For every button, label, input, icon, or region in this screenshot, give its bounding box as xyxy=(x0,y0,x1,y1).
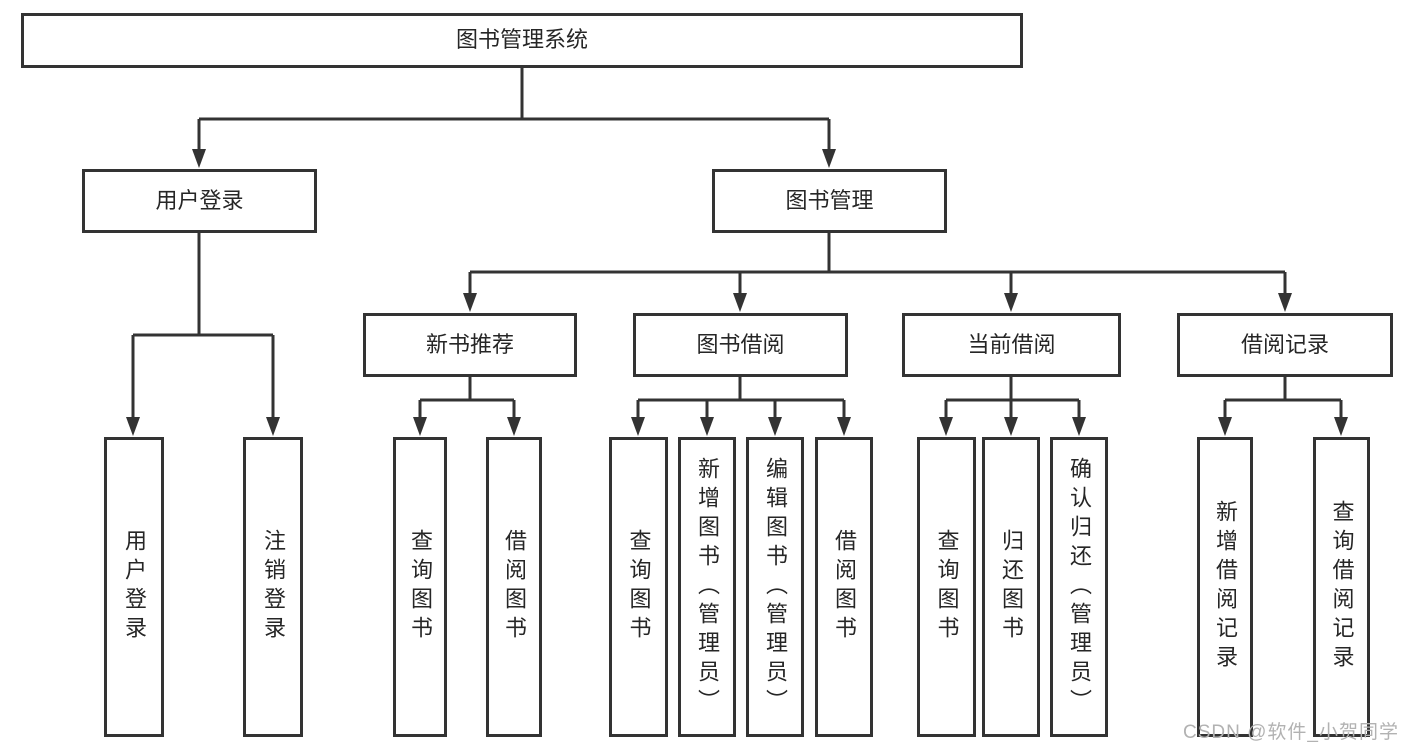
node-current-borrow: 当前借阅 xyxy=(902,313,1121,377)
leaf-logout-login: 注销登录 xyxy=(243,437,303,737)
node-user-login-label: 用户登录 xyxy=(155,187,244,213)
leaf-add-borrow-record-label: 新增借阅记录 xyxy=(1213,500,1238,674)
leaf-newbook-borrow-books-label: 借阅图书 xyxy=(502,529,527,645)
leaf-borrow-books: 借阅图书 xyxy=(815,437,873,737)
node-root-label: 图书管理系统 xyxy=(455,27,588,53)
node-book-management-label: 图书管理 xyxy=(785,187,874,213)
node-book-borrow-label: 图书借阅 xyxy=(696,331,785,357)
node-new-book-recommend: 新书推荐 xyxy=(363,313,577,377)
leaf-user-login: 用户登录 xyxy=(104,437,164,737)
leaf-add-books-admin-label: 新增图书（管理员） xyxy=(695,456,720,718)
leaf-return-books: 归还图书 xyxy=(982,437,1040,737)
node-root-system: 图书管理系统 xyxy=(21,13,1023,68)
leaf-newbook-borrow-books: 借阅图书 xyxy=(486,437,542,737)
leaf-borrow-query-books-label: 查询图书 xyxy=(626,529,652,645)
leaf-add-books-admin: 新增图书（管理员） xyxy=(678,437,736,737)
node-borrow-record: 借阅记录 xyxy=(1177,313,1393,377)
leaf-logout-login-label: 注销登录 xyxy=(261,529,286,645)
leaf-newbook-query-books: 查询图书 xyxy=(393,437,447,737)
node-new-book-recommend-label: 新书推荐 xyxy=(425,331,514,357)
leaf-borrow-books-label: 借阅图书 xyxy=(832,529,857,645)
leaf-confirm-return-admin-label: 确认归还（管理员） xyxy=(1067,456,1092,718)
leaf-current-query-books: 查询图书 xyxy=(917,437,976,737)
csdn-watermark: CSDN @软件_小贺同学 xyxy=(1183,722,1399,743)
leaf-query-borrow-record: 查询借阅记录 xyxy=(1313,437,1370,737)
leaf-confirm-return-admin: 确认归还（管理员） xyxy=(1050,437,1108,737)
leaf-user-login-label: 用户登录 xyxy=(122,529,147,645)
leaf-newbook-query-books-label: 查询图书 xyxy=(408,529,433,645)
leaf-add-borrow-record: 新增借阅记录 xyxy=(1197,437,1253,737)
leaf-edit-books-admin: 编辑图书（管理员） xyxy=(746,437,804,737)
node-user-login: 用户登录 xyxy=(82,169,317,233)
leaf-borrow-query-books: 查询图书 xyxy=(609,437,668,737)
node-book-management: 图书管理 xyxy=(712,169,947,233)
node-current-borrow-label: 当前借阅 xyxy=(967,331,1056,357)
leaf-return-books-label: 归还图书 xyxy=(999,529,1024,645)
node-borrow-record-label: 借阅记录 xyxy=(1240,331,1329,357)
leaf-current-query-books-label: 查询图书 xyxy=(934,529,960,645)
leaf-edit-books-admin-label: 编辑图书（管理员） xyxy=(763,456,788,718)
leaf-query-borrow-record-label: 查询借阅记录 xyxy=(1329,500,1355,674)
node-book-borrow: 图书借阅 xyxy=(633,313,848,377)
